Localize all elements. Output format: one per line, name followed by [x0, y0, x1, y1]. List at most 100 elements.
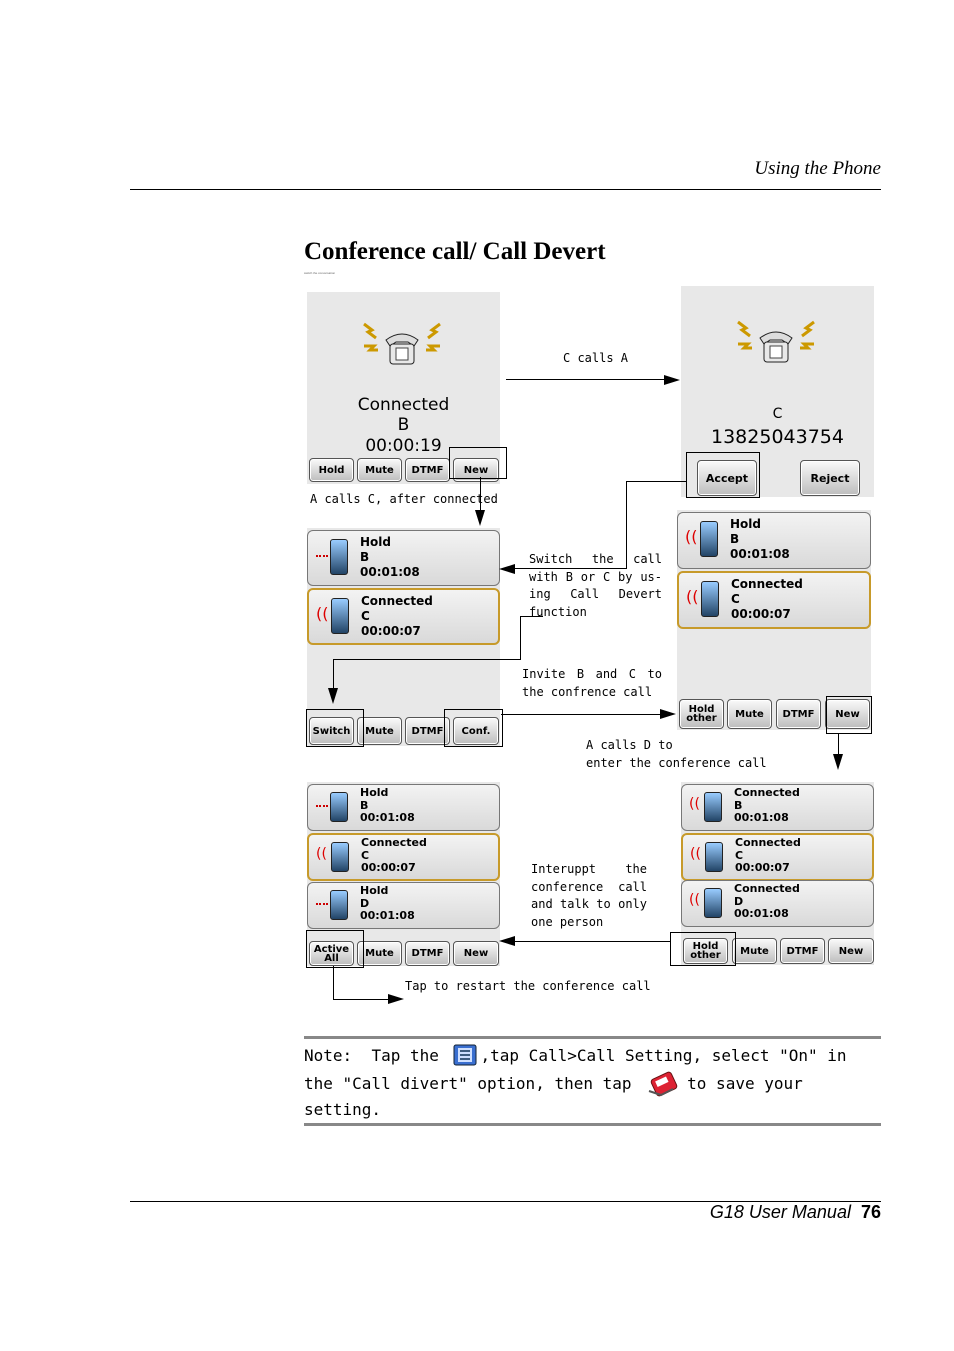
label-interrupt: Interuppt the conference call and talk t…	[531, 861, 647, 931]
active-call-icon: ((	[685, 527, 698, 546]
hold-indicator	[316, 903, 328, 905]
arrow-head-right	[664, 375, 680, 385]
card-name: C	[731, 592, 740, 606]
dtmf-button[interactable]: DTMF	[405, 458, 450, 482]
dtmf-button[interactable]: DTMF	[776, 699, 821, 729]
header-title: Using the Phone	[754, 158, 881, 179]
note-top-rule	[304, 1036, 881, 1039]
highlight-switch	[306, 709, 364, 747]
dtmf-button[interactable]: DTMF	[405, 941, 450, 966]
new-call-button[interactable]: New	[825, 699, 870, 729]
note-bottom-rule	[304, 1123, 881, 1126]
reject-button[interactable]: Reject	[800, 460, 860, 496]
card-time: 00:01:08	[360, 811, 415, 824]
arrow-head-down	[475, 510, 485, 526]
hold-indicator	[316, 805, 328, 807]
mobile-phone-icon	[330, 539, 348, 575]
highlight-hold-other	[670, 932, 736, 966]
ringing-phone-icon	[737, 320, 815, 363]
screen-connected-b: Connected B 00:00:19 Hold Mute DTMF New	[307, 292, 500, 484]
card-state: Hold	[360, 786, 389, 799]
label-line: Interuppt the	[531, 862, 647, 876]
card-state: Connected	[731, 577, 803, 591]
arrow-line	[514, 568, 627, 569]
accept-button[interactable]: Accept	[697, 460, 757, 496]
arrow-line	[333, 659, 521, 660]
switch-button[interactable]: Switch	[309, 717, 354, 745]
card-time: 00:01:08	[734, 811, 789, 824]
card-time: 00:00:07	[361, 624, 421, 638]
caller-name: C	[772, 406, 783, 422]
caller-number: 13825043754	[711, 426, 844, 448]
mobile-phone-icon	[705, 842, 723, 872]
active-call-icon: ((	[689, 796, 700, 812]
tiny-caption: switch the conversation	[304, 271, 336, 275]
settings-list-icon	[453, 1044, 477, 1066]
hold-other-button[interactable]: Hold other	[683, 938, 728, 964]
dtmf-button[interactable]: DTMF	[780, 938, 825, 964]
card-name: D	[360, 896, 370, 910]
card-time: 00:00:07	[361, 861, 416, 874]
arrow-line	[520, 616, 521, 660]
note-text-3: to save your setting.	[304, 1074, 803, 1119]
note-label: Note:	[304, 1046, 353, 1065]
card-time: 00:01:08	[360, 565, 420, 579]
arrow-head-left	[499, 564, 515, 574]
arrow-head-left	[499, 936, 515, 946]
card-name: B	[360, 798, 369, 812]
card-state: Connected	[734, 882, 800, 895]
label-restart: Tap to restart the conference call	[405, 979, 651, 993]
footer-rule	[130, 1201, 881, 1202]
label-a-calls-d: A calls D to enter the conference call	[586, 737, 776, 772]
arrow-line	[501, 714, 662, 715]
mobile-phone-icon	[700, 521, 718, 557]
new-call-button[interactable]: New	[453, 941, 499, 966]
card-state: Hold	[360, 884, 389, 897]
label-line: ing Call Devert	[529, 587, 662, 601]
manual-title: G18 User Manual	[709, 1202, 851, 1222]
active-all-button[interactable]: Active All	[309, 941, 354, 966]
mute-button[interactable]: Mute	[732, 938, 777, 964]
dtmf-button[interactable]: DTMF	[405, 717, 450, 745]
arrow-line	[333, 966, 334, 999]
conference-button[interactable]: Conf.	[453, 717, 499, 745]
label-line: Invite B and C to	[522, 667, 662, 681]
highlight-new	[449, 447, 507, 479]
arrow-line	[333, 659, 334, 689]
ringing-phone-icon	[363, 322, 441, 365]
new-call-button[interactable]: New	[828, 938, 874, 964]
card-name: D	[734, 894, 744, 908]
card-name: C	[361, 609, 370, 623]
mute-button[interactable]: Mute	[357, 717, 402, 745]
mute-button[interactable]: Mute	[357, 941, 402, 966]
card-name: B	[734, 798, 743, 812]
arrow-head-right	[660, 709, 676, 719]
mobile-phone-icon	[331, 842, 349, 872]
call-status: Connected	[357, 395, 450, 415]
note-text-2: ,tap Call>Call Setting, select "On" in t…	[304, 1046, 847, 1093]
card-state: Connected	[361, 836, 427, 849]
highlight-accept	[686, 452, 760, 498]
mute-button[interactable]: Mute	[727, 699, 772, 729]
hold-button[interactable]: Hold	[309, 458, 354, 482]
label-line: with B or C by us-	[529, 569, 662, 584]
mobile-phone-icon	[701, 581, 719, 617]
mute-button[interactable]: Mute	[357, 458, 402, 482]
card-time: 00:01:08	[360, 909, 415, 922]
card-state: Connected	[734, 786, 800, 799]
hold-other-button[interactable]: Hold other	[679, 699, 724, 729]
label-line: conference call	[531, 879, 647, 894]
